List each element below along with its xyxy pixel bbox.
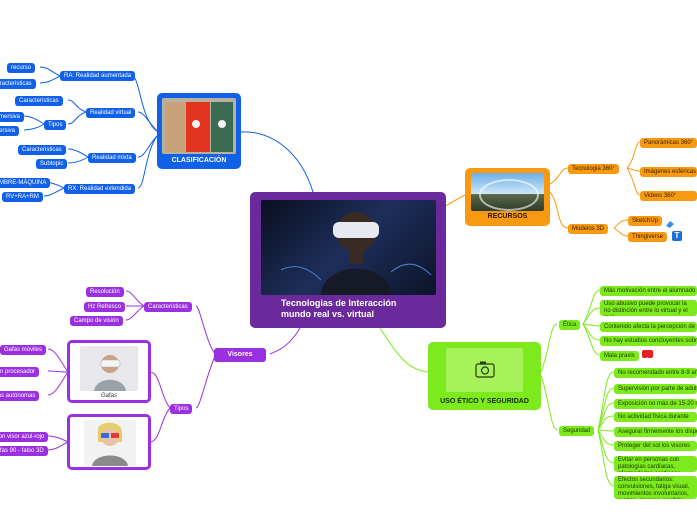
visores-node[interactable]: Visores (214, 348, 266, 362)
etica-item-motivacion[interactable]: Más motivación entre el alumnado (600, 286, 697, 296)
ra-recurso[interactable]: recurso (7, 63, 36, 73)
recursos-topic[interactable]: RECURSOS (465, 168, 550, 226)
seguridad-item-exposicion[interactable]: Exposición no más de 15-20 minutos (614, 399, 697, 409)
seguridad-item-asegurar[interactable]: Asegurar firmemente los dispositivos (614, 427, 697, 437)
gafas-card[interactable]: Gafas (67, 340, 151, 403)
rm-caracteristicas[interactable]: Caracteristicas (18, 145, 66, 155)
etica-item-mala-praxis[interactable]: Mala praxis (600, 351, 639, 361)
rm-subtopic[interactable]: Subtopic (36, 159, 68, 169)
tec360-node[interactable]: Tecnologia 360° (568, 164, 619, 174)
seguridad-item-patologias[interactable]: Evitar en personas con patologías cardía… (614, 456, 697, 472)
rv-no-inmersiva[interactable]: No inmersiva (0, 126, 20, 136)
ra-node[interactable]: RA: Realidad aumentada (60, 71, 136, 81)
gafas-sin-procesador[interactable]: Gafas sin procesador (0, 367, 40, 377)
campo-vision-item[interactable]: Campo de visión (70, 316, 123, 326)
thingiverse-item[interactable]: Thingiverse (628, 232, 668, 242)
rm-node[interactable]: Realidad mixta (88, 153, 136, 163)
seguridad-item-supervision[interactable]: Supervisión por parte de adultos (614, 384, 697, 394)
resolucion-item[interactable]: Resolución (86, 287, 124, 297)
thingiverse-icon[interactable]: T (672, 231, 682, 241)
camera-icon (475, 361, 495, 378)
etico-title: USO ÉTICO Y SEGURIDAD (440, 398, 529, 405)
central-topic[interactable]: Tecnologias de Interacción mundo real vs… (250, 192, 446, 328)
gafas-3d-image (84, 420, 136, 466)
rx-rv-ra-rm[interactable]: RV+RA+RM (2, 192, 43, 202)
vr-person-illustration (280, 212, 432, 295)
seguridad-item-actividad[interactable]: No actividad física durante (614, 412, 697, 422)
rv-node[interactable]: Realidad virtual (86, 108, 136, 118)
camera-placeholder (446, 348, 523, 392)
etico-topic[interactable]: USO ÉTICO Y SEGURIDAD (428, 342, 541, 410)
seguridad-item-efectos[interactable]: Efectos secundarios: convulsiones, fatig… (614, 476, 697, 499)
rv-inmersiva[interactable]: Inmersiva (0, 112, 25, 122)
imagenes-esfericas[interactable]: Imágenes esféricas (640, 167, 697, 177)
gafas-falso-3d[interactable]: Gafas 90 - falso 3D (0, 446, 48, 456)
hz-refresco-item[interactable]: Hz Refresco (84, 302, 126, 312)
binders-image (162, 98, 236, 154)
panoramicas-360[interactable]: Panorámicas 360° (640, 138, 697, 148)
etica-item-percepcion[interactable]: Contenido afecta la percepción de la rea… (600, 322, 697, 332)
visores-tipos-node[interactable]: Tipos (170, 404, 193, 414)
ra-caracteristicas[interactable]: Caracteristicas (0, 79, 36, 89)
central-title: Tecnologias de Interacción mundo real vs… (281, 298, 397, 319)
gafas-autonomas[interactable]: Gafas autónomas (0, 391, 40, 401)
gafas-caption: Gafas (100, 393, 117, 399)
rv-tipos[interactable]: Tipos (44, 120, 67, 130)
clasificacion-title: CLASIFICACIÓN (171, 157, 227, 164)
etica-item-estudios[interactable]: No hay estudios concluyentes sobre efect… (600, 336, 697, 346)
sketchup-icon[interactable] (665, 216, 675, 228)
etica-item-uso-abusivo[interactable]: Uso abusivo puede provocar la no distinc… (600, 300, 697, 316)
seguridad-item-sol[interactable]: Proteger del sol los visores (614, 441, 697, 451)
clasificacion-topic[interactable]: CLASIFICACIÓN (157, 93, 241, 169)
videos-360[interactable]: Videos 360° (640, 191, 697, 201)
etica-node[interactable]: Ética (559, 320, 581, 330)
modelos3d-node[interactable]: Modelos 3D (568, 224, 609, 234)
gafas-image (80, 346, 138, 391)
panorama-image (471, 173, 544, 211)
vr-headset-image (261, 200, 436, 295)
visores-caracteristicas-node[interactable]: Caracteristicas (144, 302, 192, 312)
recursos-title: RECURSOS (487, 213, 528, 220)
gafas-3d-card[interactable] (67, 414, 151, 470)
gafas-azul-rojo[interactable]: Gafas con visor azul-rojo (0, 432, 49, 442)
rv-caracteristicas[interactable]: Caracteristicas (15, 96, 63, 106)
youtube-icon[interactable] (642, 350, 653, 361)
gafas-moviles[interactable]: Gafas móviles (0, 345, 47, 355)
seguridad-node[interactable]: Seguridad (559, 426, 595, 436)
sketchup-item[interactable]: SketchUp (628, 216, 663, 226)
seguridad-item-edad[interactable]: No recomendado entre 8-9 años (614, 368, 697, 378)
rx-hombre-maquina[interactable]: HOMBRE-MÁQUINA (0, 178, 51, 188)
rx-node[interactable]: RX: Realidad extendida (64, 184, 136, 194)
